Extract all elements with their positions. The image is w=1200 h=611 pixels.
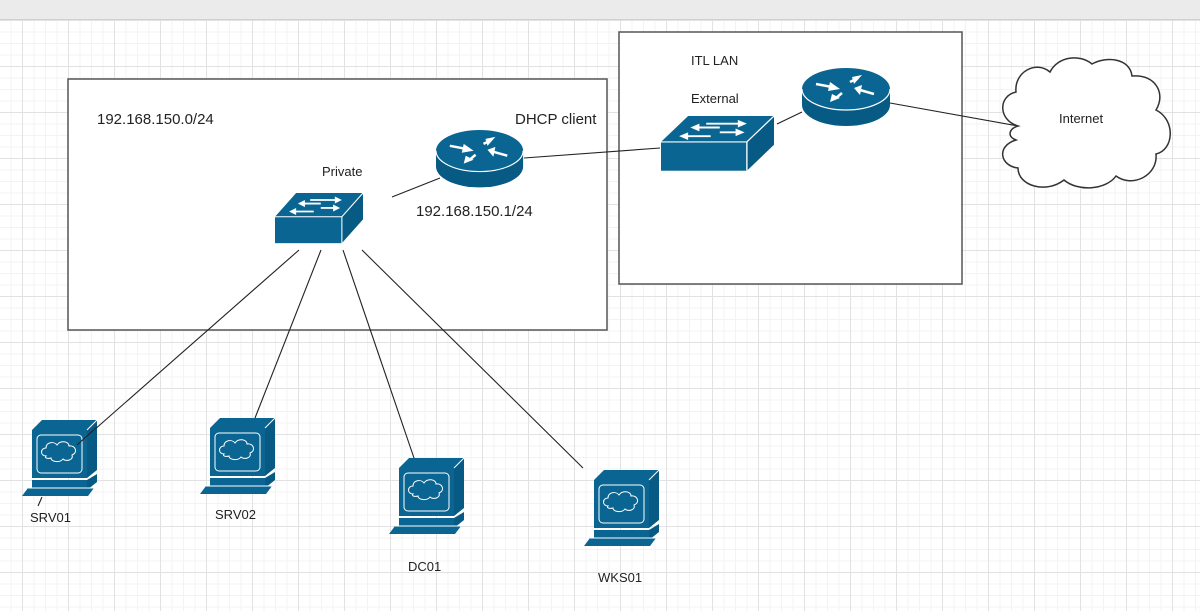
link-srv01-overlay	[76, 426, 98, 446]
private-switch-label: Private	[322, 164, 362, 179]
dc01-workstation-icon[interactable]	[388, 457, 465, 535]
link-private-switch-srv02[interactable]	[254, 249, 322, 419]
wks01-workstation-icon[interactable]	[583, 469, 660, 547]
link-external-switch-itl-router[interactable]	[776, 111, 803, 125]
itl-lan-title: ITL LAN	[691, 53, 738, 68]
link-srv01-stub	[37, 496, 43, 507]
nat-router-wan-label: DHCP client	[515, 111, 597, 128]
link-private-switch-srv01[interactable]	[76, 249, 300, 446]
dc01-label: DC01	[408, 559, 441, 574]
srv02-label: SRV02	[215, 507, 256, 522]
link-itl-router-internet[interactable]	[889, 102, 1019, 127]
link-nat-router-external-switch[interactable]	[523, 147, 661, 159]
internet-label: Internet	[1059, 111, 1103, 126]
itl-router-icon[interactable]	[800, 66, 892, 128]
editor-toolbar	[0, 0, 1200, 20]
nat-router-lan-label: 192.168.150.1/24	[416, 203, 533, 220]
srv01-workstation-icon[interactable]	[21, 419, 98, 497]
link-private-switch-wks01[interactable]	[361, 249, 584, 469]
srv02-workstation-icon[interactable]	[199, 417, 276, 495]
external-switch-label: External	[691, 91, 739, 106]
srv01-label: SRV01	[30, 510, 71, 525]
nat-router-icon[interactable]	[434, 128, 525, 189]
link-private-switch-nat-router[interactable]	[391, 177, 441, 198]
internet-cloud-icon[interactable]	[1002, 57, 1171, 189]
link-private-switch-dc01[interactable]	[342, 249, 415, 459]
private-subnet-label: 192.168.150.0/24	[97, 111, 214, 128]
wks01-label: WKS01	[598, 570, 642, 585]
